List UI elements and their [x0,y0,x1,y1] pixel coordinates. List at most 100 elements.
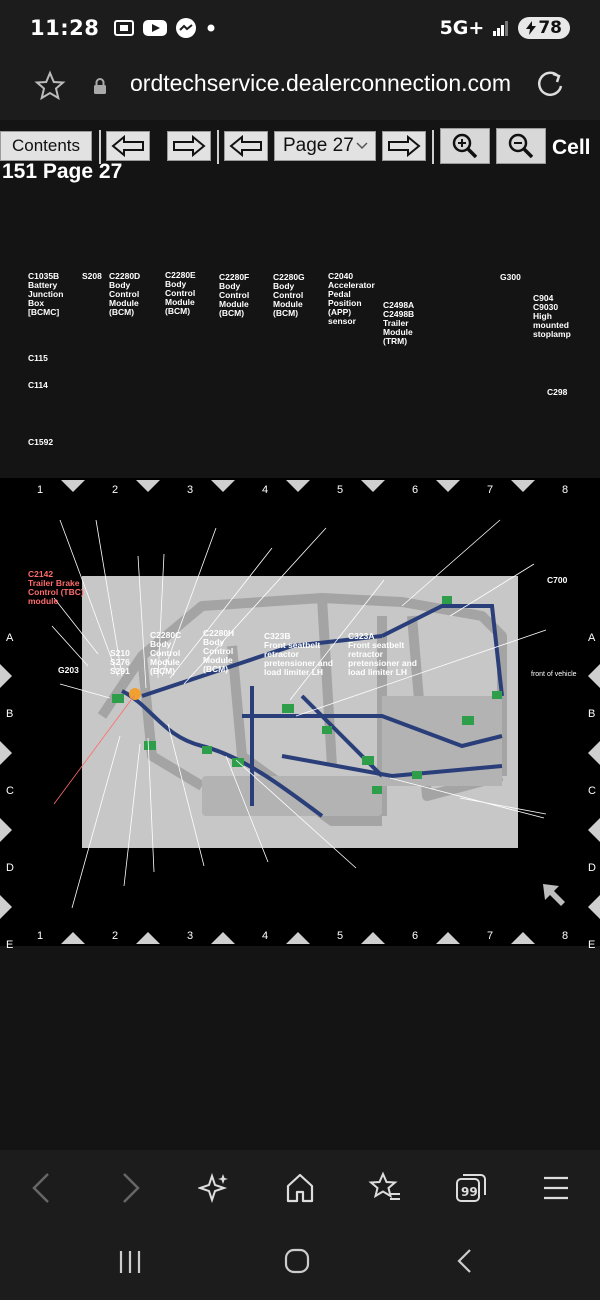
recent-apps-icon[interactable] [116,1248,144,1276]
grid-column-label: 1 [37,930,44,942]
grid-column-label: 7 [487,930,494,942]
front-arrow-icon [543,884,565,906]
zoom-out-button[interactable] [496,128,546,164]
toolbar-divider [432,130,434,164]
callout-c2040: C2040 Accelerator Pedal Position (APP) s… [328,271,375,326]
grid-column-label: 3 [187,930,194,942]
system-back-icon[interactable] [454,1247,476,1275]
status-bar: 11:28 5G+ 78 [0,0,600,56]
grid-tick-marks [0,480,600,944]
leader-lines [51,519,547,909]
sparkle-icon[interactable] [198,1170,230,1206]
back-icon[interactable] [30,1170,54,1206]
callout-c1592: C1592 [28,437,54,447]
callout-c323a: C323A Front seatbelt retractor pretensio… [348,631,417,677]
callout-c2280c: C2280C Body Control Module (BCM) [150,630,182,676]
grid-column-label: 2 [112,930,119,942]
contents-button[interactable]: Contents [0,131,92,161]
callout-g300: G300 [500,272,521,282]
network-label: 5G+ [439,17,485,39]
callout-c298: C298 [547,387,568,397]
browser-bottom-bar: 99 [0,1150,600,1228]
grid-row-label: B [6,708,14,720]
callout-s208: S208 [82,271,102,281]
grid-column-label: 7 [487,484,494,496]
next-page-button[interactable] [382,131,426,161]
toolbar-divider [217,130,219,164]
callout-g203: G203 [58,665,79,675]
lock-icon [94,78,106,94]
status-time: 11:28 [30,16,100,40]
charging-icon [526,21,537,35]
home-icon[interactable] [284,1170,316,1206]
page-title: 151 Page 27 [2,160,123,183]
arrow-left-icon [111,135,144,157]
grid-row-label: C [6,785,14,797]
messenger-icon [176,18,197,38]
bookmark-star-icon[interactable] [34,70,66,102]
system-navigation-bar [0,1228,600,1300]
forward-icon[interactable] [118,1170,142,1206]
grid-column-label: 1 [37,484,44,496]
callout-c2498: C2498A C2498B Trailer Module (TRM) [383,300,415,346]
battery-indicator: 78 [518,17,570,39]
arrow-left-icon [229,135,262,157]
front-of-vehicle-label: front of vehicle [531,671,577,678]
home-button-icon[interactable] [283,1247,311,1275]
signal-icon [493,21,509,36]
screenshot-icon [114,20,135,36]
grid-row-label: A [588,632,596,644]
wiring-location-diagram: 1 2 3 4 5 6 7 8 1 2 3 4 5 6 7 8 A B C D … [0,271,600,951]
grid-column-label: 4 [262,484,269,496]
callout-c2280f: C2280F Body Control Module (BCM) [219,272,250,318]
prev-page-button[interactable] [224,131,268,161]
zoom-out-icon [508,133,534,159]
bookmarks-icon[interactable] [368,1170,402,1206]
callout-s210: S210 S276 S291 [110,648,130,676]
grid-column-label: 3 [187,484,194,496]
grid-column-label: 6 [412,930,419,942]
callout-c2280d: C2280D Body Control Module (BCM) [109,271,141,317]
chevron-down-icon [356,142,368,150]
grid-column-label: 6 [412,484,419,496]
callout-c1035b: C1035B Battery Junction Box [BCMC] [28,271,64,317]
arrow-right-icon [388,135,421,157]
page-content: Contents Page 27 Cell 151 Page 27 1 [0,120,600,1150]
tabs-icon[interactable]: 99 [454,1170,488,1206]
vehicle-body-illustration [82,576,518,848]
grid-column-label: 8 [562,930,569,942]
callout-c2280g: C2280G Body Control Module (BCM) [273,272,305,318]
url-field[interactable]: ordtechservice.dealerconnection.com [130,70,511,96]
svg-text:99: 99 [461,1185,478,1199]
vehicle-harness-image [82,576,518,848]
callout-c2280h: C2280H Body Control Module (BCM) [203,628,235,674]
arrow-right-icon [173,135,206,157]
grid-column-label: 5 [337,484,344,496]
callout-c323b: C323B Front seatbelt retractor pretensio… [264,631,333,677]
callout-c2142: C2142 Trailer Brake Control (TBC) module [28,569,84,606]
zoom-in-button[interactable] [440,128,490,164]
zoom-in-icon [452,133,478,159]
toolbar-divider [99,130,101,164]
next-section-button[interactable] [167,131,211,161]
reload-icon[interactable] [534,68,566,100]
grid-column-label: 2 [112,484,119,496]
callout-c115: C115 [28,353,48,363]
notification-icons [113,17,217,39]
grid-row-label: A [6,632,14,644]
grid-row-label: E [588,939,596,951]
callout-c2280e: C2280E Body Control Module (BCM) [165,270,196,316]
callout-c700: C700 [547,575,568,585]
cell-label: Cell [552,136,591,159]
dot-icon [207,24,215,32]
menu-icon[interactable] [542,1170,570,1206]
grid-column-label: 5 [337,930,344,942]
grid-row-label: D [588,862,596,874]
grid-column-label: 4 [262,930,269,942]
page-select-value: Page 27 [283,135,354,156]
address-bar: ordtechservice.dealerconnection.com [0,56,600,118]
page-select[interactable]: Page 27 [274,131,376,161]
grid-row-label: B [588,708,596,720]
youtube-icon [143,20,168,36]
prev-section-button[interactable] [106,131,150,161]
